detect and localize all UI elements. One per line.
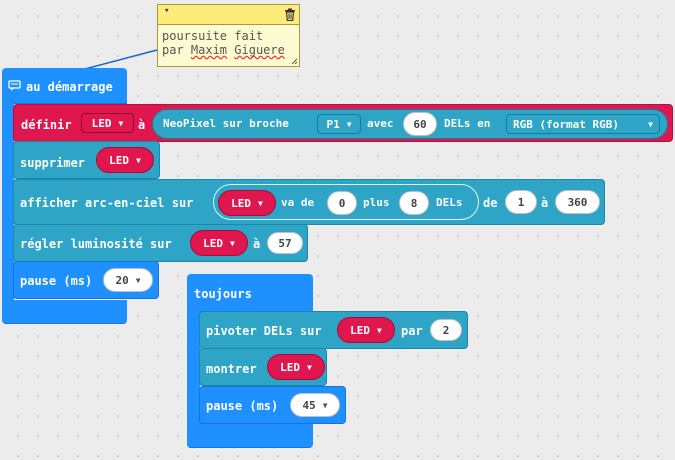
neopixel-create-block[interactable]: NeoPixel sur broche P1▼ avec 60 DELs en … [152,109,668,139]
rainbow-label: afficher arc-en-ciel sur [20,196,194,210]
rotate-offset-input[interactable]: 2 [430,319,462,341]
set-brightness-block[interactable]: régler luminosité sur LED▼ à 57 [13,224,308,262]
with-label: avec [367,117,394,130]
chevron-down-icon: ▼ [307,362,312,372]
on-start-arm [2,103,14,301]
variable-reporter[interactable]: LED▼ [267,354,325,380]
chevron-down-icon: ▼ [258,198,263,208]
show-label: montrer [206,362,257,376]
forever-label: toujours [194,287,252,301]
chevron-down-icon: ▼ [377,325,382,335]
pause-block[interactable]: pause (ms) 45▼ [199,386,346,424]
variable-dropdown[interactable]: LED▼ [81,113,134,133]
leds-label: DELs [436,196,463,209]
hue-end-input[interactable]: 360 [555,190,600,214]
mode-dropdown[interactable]: RGB (format RGB)▼ [506,114,660,134]
chevron-down-icon: ▼ [648,119,653,129]
on-start-block[interactable]: au démarrage [2,68,127,104]
show-rainbow-block[interactable]: afficher arc-en-ciel sur LED▼ va de 0 pl… [13,179,605,225]
comment-header[interactable]: ▾ [157,4,300,24]
pause-label: pause (ms) [20,274,93,288]
variable-reporter[interactable]: LED▼ [218,190,276,216]
on-start-label: au démarrage [26,80,113,94]
set-label: définir [21,118,72,132]
chevron-down-icon: ▼ [118,118,124,128]
chevron-down-icon: ▼ [322,400,328,410]
on-start-footer [2,300,127,324]
pause-dropdown[interactable]: 20▼ [103,268,153,292]
clear-label: supprimer [20,156,86,170]
resize-handle-icon[interactable] [291,58,298,65]
comment-icon[interactable] [8,80,22,92]
chevron-down-icon: ▼ [230,238,235,248]
range-length-input[interactable]: 8 [399,191,429,215]
to-label: à [541,196,549,210]
variable-reporter[interactable]: LED▼ [337,317,395,343]
pause-dropdown[interactable]: 45▼ [290,393,340,417]
neopixel-label: NeoPixel sur broche [163,117,289,130]
range-from-label: va de [281,196,315,209]
plus-label: plus [363,196,390,209]
from-label: de [483,196,498,210]
pause-label: pause (ms) [206,399,279,413]
brightness-label: régler luminosité sur [20,237,172,251]
chevron-down-icon: ▼ [135,275,141,285]
comment-text[interactable]: poursuite fait par Maxim Giguere [157,24,300,67]
collapse-icon[interactable]: ▾ [164,6,170,16]
trash-icon[interactable] [284,8,296,21]
comment-line-2: par Maxim Giguere [162,43,285,57]
show-block[interactable]: montrer LED▼ [199,348,327,386]
chevron-down-icon: ▼ [136,155,141,165]
set-variable-block[interactable]: définir LED▼ à NeoPixel sur broche P1▼ a… [13,104,673,142]
forever-footer [187,423,313,448]
brightness-input[interactable]: 57 [267,232,303,254]
forever-block[interactable]: toujours [187,274,313,312]
comment-line-1: poursuite fait [162,29,264,43]
hue-start-input[interactable]: 1 [505,190,537,214]
rotate-block[interactable]: pivoter DELs sur LED▼ par 2 [199,311,468,349]
clear-block[interactable]: supprimer LED▼ [13,141,160,179]
by-label: par [401,324,423,338]
pause-block[interactable]: pause (ms) 20▼ [13,261,159,299]
led-count-input[interactable]: 60 [403,112,437,136]
variable-reporter[interactable]: LED▼ [96,147,154,173]
to-label: à [138,118,146,132]
range-block[interactable]: LED▼ va de 0 plus 8 DELs [213,184,479,220]
rotate-label: pivoter DELs sur [206,324,322,338]
range-start-input[interactable]: 0 [327,191,357,215]
chevron-down-icon: ▼ [346,119,352,129]
forever-arm [187,311,200,424]
pin-dropdown[interactable]: P1▼ [317,114,361,134]
to-label: à [253,237,261,251]
variable-reporter[interactable]: LED▼ [190,230,248,256]
leds-in-label: DELs en [444,117,491,130]
